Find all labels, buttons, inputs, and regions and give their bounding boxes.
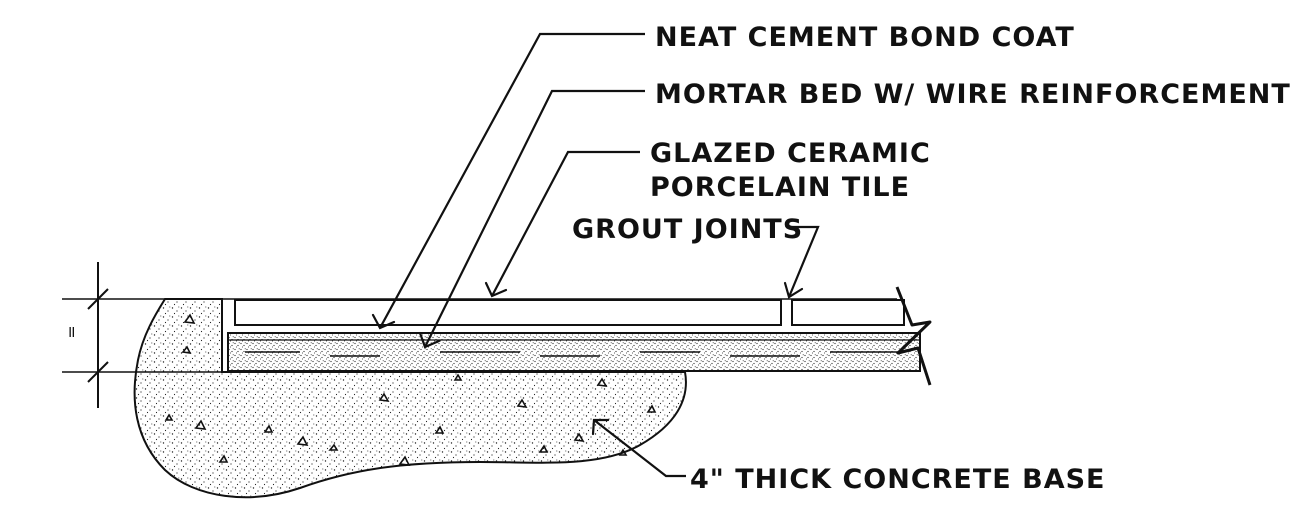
leader-tile [491,150,640,297]
arrow-grout [783,281,804,299]
leader-bond-coat [379,32,645,329]
leader-concrete [593,419,686,478]
arrow-concrete [591,418,610,436]
arrow-tile [484,281,508,298]
wire-reinforcement [245,351,900,357]
ceramic-tile-2 [791,299,905,326]
concrete-base [133,298,687,499]
label-mortar-bed: MORTAR BED W/ WIRE REINFORCEMENT [655,79,1291,110]
label-tile-line1: GLAZED CERAMIC [650,138,931,169]
label-grout: GROUT JOINTS [572,214,803,245]
leader-mortar-bed [424,89,645,348]
break-line [895,286,932,386]
dimension-line [87,262,109,408]
label-tile-line2: PORCELAIN TILE [650,172,910,203]
ceramic-tile-1 [234,299,782,326]
arrow-mortar-bed [418,331,441,349]
label-concrete: 4" THICK CONCRETE BASE [690,464,1106,495]
aggregate-marks [164,313,657,466]
leader-grout [787,225,820,298]
label-bond-coat: NEAT CEMENT BOND COAT [655,22,1075,53]
dimension-text: = [62,325,81,338]
mortar-bed [227,332,921,372]
arrow-bond-coat [371,313,396,330]
